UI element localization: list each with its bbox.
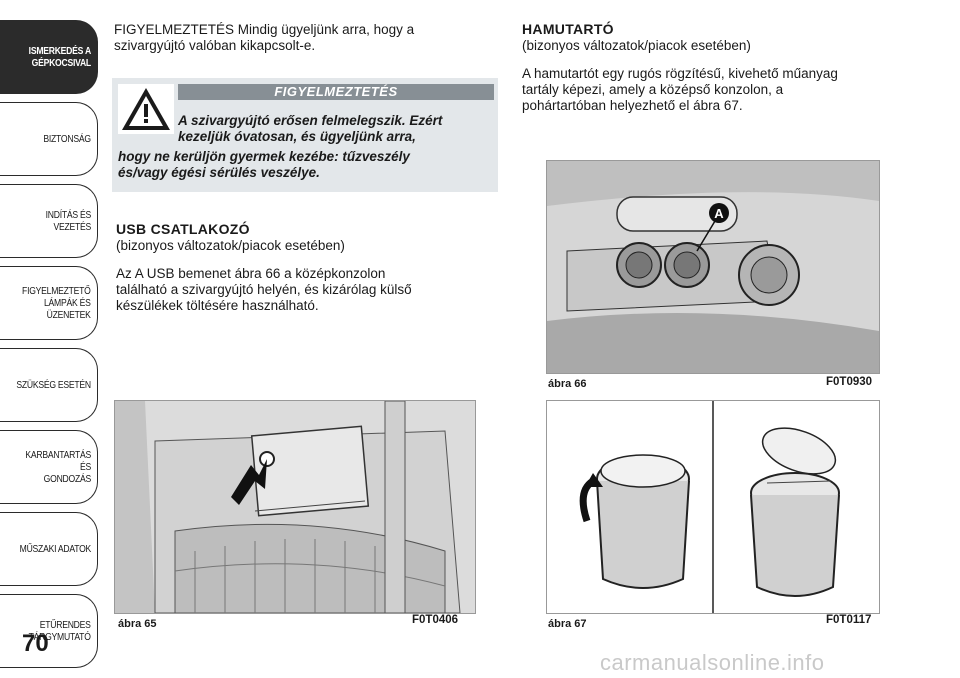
- tab-label: BIZTONSÁG: [43, 133, 92, 145]
- warning-text-2: kezeljük óvatosan, és ügyeljünk arra,: [178, 129, 416, 144]
- intro-line-2: szivargyújtó valóban kikapcsolt-e.: [114, 38, 316, 53]
- figure-66-callout-a: A: [714, 206, 724, 221]
- warning-triangle-icon: [118, 84, 174, 134]
- usb-text-3: készülékek töltésére használható.: [116, 298, 319, 313]
- figure-67-caption: ábra 67: [548, 618, 587, 630]
- tab-ismerkedes[interactable]: ISMERKEDÉS A GÉPKOCSIVAL: [0, 20, 98, 94]
- warning-title: FIGYELMEZTETÉS: [178, 84, 494, 100]
- warning-text-3: hogy ne kerüljön gyermek kezébe: tűzvesz…: [118, 149, 410, 164]
- tab-szukseg[interactable]: SZÜKSÉG ESETÉN: [0, 348, 98, 422]
- tab-label: INDÍTÁS ÉS VEZETÉS: [45, 209, 92, 233]
- tab-karbantartas[interactable]: KARBANTARTÁS ÉS GONDOZÁS: [0, 430, 98, 504]
- figure-66-image: A: [546, 160, 880, 374]
- ashtray-text-3: pohártartóban helyezhető el ábra 67.: [522, 98, 743, 113]
- watermark: carmanualsonline.info: [600, 650, 825, 675]
- ashtray-text-1: A hamutartót egy rugós rögzítésű, kivehe…: [522, 66, 838, 81]
- tab-inditas[interactable]: INDÍTÁS ÉS VEZETÉS: [0, 184, 98, 258]
- figure-67-code: F0T0117: [826, 614, 872, 626]
- usb-subheading: (bizonyos változatok/piacok esetében): [116, 238, 345, 253]
- figure-67-image: [546, 400, 880, 614]
- figure-65-caption: ábra 65: [118, 618, 157, 630]
- tab-muszaki[interactable]: MŰSZAKI ADATOK: [0, 512, 98, 586]
- tab-label: SZÜKSÉG ESETÉN: [16, 379, 91, 391]
- tab-biztonsag[interactable]: BIZTONSÁG: [0, 102, 98, 176]
- intro-line-1: FIGYELMEZTETÉS Mindig ügyeljünk arra, ho…: [114, 22, 415, 37]
- tab-label: KARBANTARTÁS ÉS GONDOZÁS: [25, 449, 91, 485]
- page-number: 70: [22, 630, 49, 657]
- usb-text-1: Az A USB bemenet ábra 66 a középkonzolon: [116, 266, 386, 281]
- ashtray-text-2: tartály képezi, amely a középső konzolon…: [522, 82, 784, 97]
- figure-66-caption: ábra 66: [548, 378, 587, 390]
- figure-65-image: [114, 400, 476, 614]
- tab-label: FIGYELMEZTETŐ LÁMPÁK ÉS ÜZENETEK: [22, 285, 91, 321]
- tab-figyelmezteto[interactable]: FIGYELMEZTETŐ LÁMPÁK ÉS ÜZENETEK: [0, 266, 98, 340]
- usb-heading: USB CSATLAKOZÓ: [116, 221, 250, 237]
- usb-text-2: található a szivargyújtó helyén, és kizá…: [116, 282, 412, 297]
- warning-text-4: és/vagy égési sérülés veszélye.: [118, 165, 320, 180]
- warning-text-1: A szivargyújtó erősen felmelegszik. Ezér…: [178, 113, 443, 128]
- ashtray-heading: HAMUTARTÓ: [522, 21, 614, 37]
- figure-65-code: F0T0406: [412, 614, 459, 626]
- tab-label: MŰSZAKI ADATOK: [19, 543, 92, 555]
- tab-label: ISMERKEDÉS A GÉPKOCSIVAL: [28, 45, 92, 69]
- ashtray-subheading: (bizonyos változatok/piacok esetében): [522, 38, 751, 53]
- figure-66-code: F0T0930: [826, 376, 873, 388]
- tab-targymutato[interactable]: ETŰRENDES TÁRGYMUTATÓ: [0, 594, 98, 668]
- tab-label: ETŰRENDES TÁRGYMUTATÓ: [28, 619, 91, 643]
